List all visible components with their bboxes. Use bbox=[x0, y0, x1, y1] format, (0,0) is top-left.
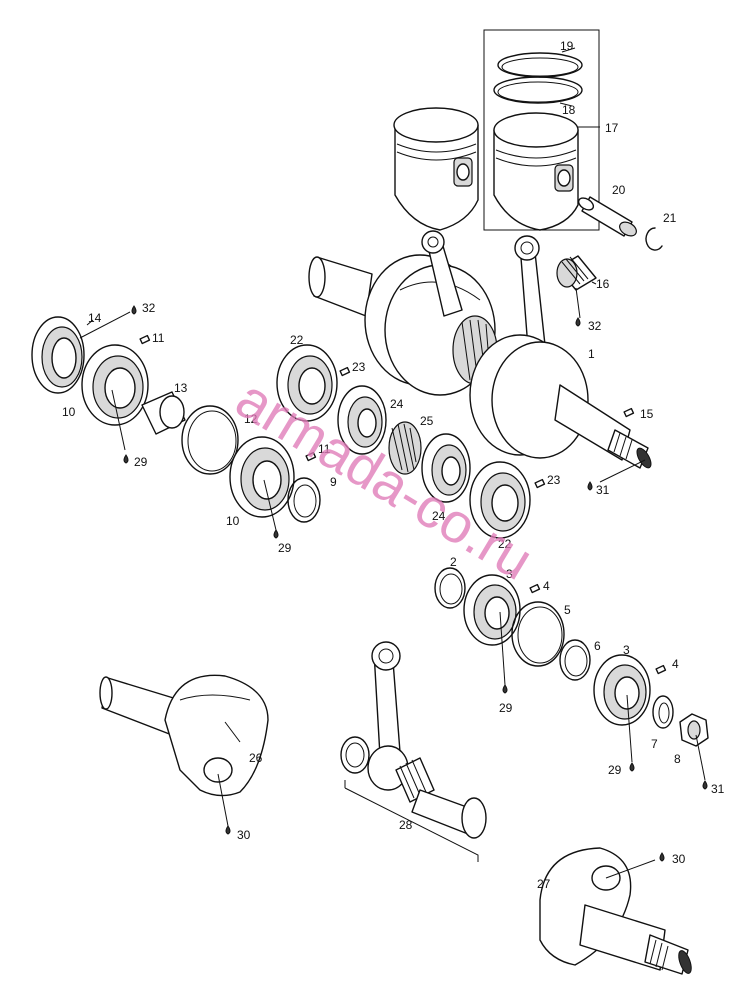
gear-25 bbox=[388, 421, 422, 475]
nut-8 bbox=[679, 713, 709, 747]
callout-4-lower: 4 bbox=[672, 657, 679, 671]
callout-24-lower: 24 bbox=[432, 509, 446, 523]
drop-icon bbox=[225, 825, 231, 835]
callout-14: 14 bbox=[88, 311, 102, 325]
o-ring-5 bbox=[511, 601, 565, 667]
callout-16: 16 bbox=[596, 277, 610, 291]
oil-seal-14 bbox=[31, 316, 85, 394]
o-ring-12 bbox=[181, 405, 239, 475]
drop-icon bbox=[587, 481, 593, 491]
callout-10-left: 10 bbox=[62, 405, 76, 419]
callout-8: 8 bbox=[674, 752, 681, 766]
small-end-bearing bbox=[556, 255, 597, 291]
callout-1: 1 bbox=[588, 347, 595, 361]
piston-boxed bbox=[493, 112, 579, 231]
drop-icon bbox=[575, 317, 581, 327]
crank-half-26 bbox=[99, 674, 269, 797]
drop-icon bbox=[123, 454, 129, 464]
callout-17: 17 bbox=[605, 121, 619, 135]
callout-13: 13 bbox=[174, 381, 188, 395]
callout-26: 26 bbox=[249, 751, 263, 765]
callout-28: 28 bbox=[399, 818, 413, 832]
bearing-3-upper bbox=[463, 574, 521, 646]
callout-11-left: 11 bbox=[152, 331, 165, 345]
callout-3-lower: 3 bbox=[623, 643, 630, 657]
callout-30-right: 30 bbox=[672, 852, 686, 866]
seal-24-upper bbox=[337, 385, 387, 455]
shim-6 bbox=[559, 639, 591, 681]
drop-icon bbox=[131, 305, 137, 315]
drop-icons bbox=[123, 305, 708, 862]
callout-29-center: 29 bbox=[278, 541, 292, 555]
callout-19: 19 bbox=[560, 39, 574, 53]
bearing-3-lower bbox=[593, 654, 651, 726]
callout-31-lower: 31 bbox=[711, 782, 725, 796]
callout-29-lower: 29 bbox=[608, 763, 622, 777]
callout-23-upper: 23 bbox=[352, 360, 366, 374]
callout-29-right: 29 bbox=[499, 701, 513, 715]
washer-7 bbox=[652, 695, 674, 729]
shim-9 bbox=[287, 477, 321, 523]
crank-half-27 bbox=[539, 847, 692, 975]
callout-10-center: 10 bbox=[226, 514, 240, 528]
callout-3-upper: 3 bbox=[506, 567, 513, 581]
callout-25: 25 bbox=[420, 414, 434, 428]
callout-30-left: 30 bbox=[237, 828, 251, 842]
drop-icon bbox=[629, 762, 635, 772]
drop-icon bbox=[659, 852, 665, 862]
bearing-10-left bbox=[81, 344, 149, 426]
callout-32-right: 32 bbox=[588, 319, 602, 333]
bearing-22-upper bbox=[276, 344, 338, 422]
callout-20: 20 bbox=[612, 183, 626, 197]
callout-7: 7 bbox=[651, 737, 658, 751]
spacer-13 bbox=[141, 391, 186, 435]
callout-22-lower: 22 bbox=[498, 537, 512, 551]
callout-15: 15 bbox=[640, 407, 654, 421]
dowel-pins bbox=[139, 334, 667, 675]
callout-31-upper: 31 bbox=[596, 483, 610, 497]
shim-2 bbox=[434, 567, 466, 609]
callout-21: 21 bbox=[663, 211, 677, 225]
piston-ring-lower bbox=[493, 76, 583, 107]
callout-27: 27 bbox=[537, 877, 551, 891]
callout-23-lower: 23 bbox=[547, 473, 561, 487]
drop-icon bbox=[502, 684, 508, 694]
callout-6: 6 bbox=[594, 639, 601, 653]
callout-22-upper: 22 bbox=[290, 333, 304, 347]
callout-4-upper: 4 bbox=[543, 579, 550, 593]
bearing-10-center bbox=[229, 436, 295, 518]
callout-9: 9 bbox=[330, 475, 337, 489]
crankshaft-assembly bbox=[308, 230, 652, 469]
callout-12: 12 bbox=[244, 412, 258, 426]
drop-icon bbox=[273, 529, 279, 539]
drop-icon bbox=[702, 780, 708, 790]
callout-5: 5 bbox=[564, 603, 571, 617]
piston-pin bbox=[577, 196, 637, 237]
callout-labels: 19 18 17 20 21 16 32 1 15 31 14 32 11 13… bbox=[62, 39, 725, 891]
callout-29-left: 29 bbox=[134, 455, 148, 469]
callout-2: 2 bbox=[450, 555, 457, 569]
piston-standard bbox=[393, 107, 479, 231]
leader-lines bbox=[79, 281, 706, 879]
circlip bbox=[645, 227, 663, 251]
bearing-22-lower bbox=[469, 461, 531, 539]
callout-32-left: 32 bbox=[142, 301, 156, 315]
seal-24-lower bbox=[421, 433, 471, 503]
conrod-kit-28 bbox=[340, 641, 487, 862]
callout-24-upper: 24 bbox=[390, 397, 404, 411]
callout-11-center: 11 bbox=[318, 442, 331, 456]
callout-18: 18 bbox=[562, 103, 576, 117]
